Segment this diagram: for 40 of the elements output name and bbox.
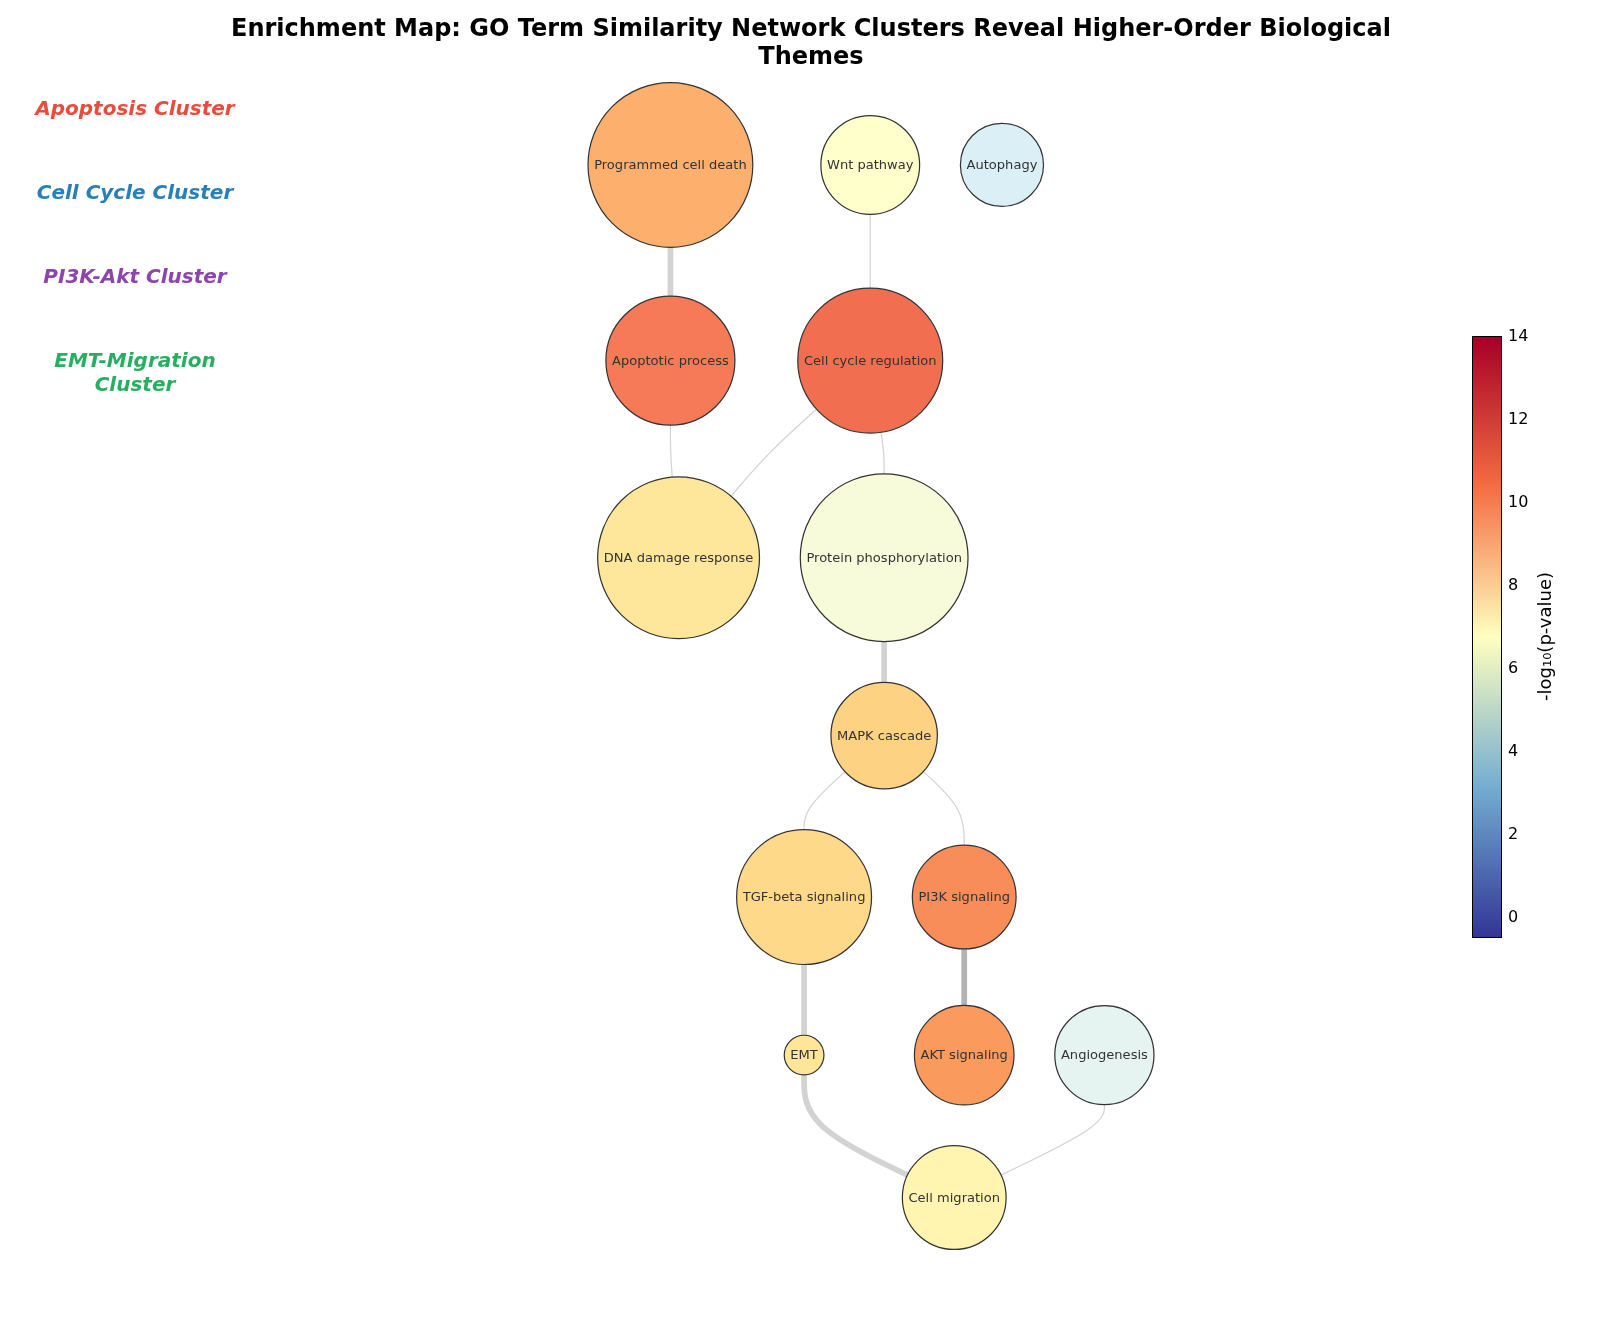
tick-label: 10: [1508, 492, 1529, 511]
tick-label: 8: [1508, 575, 1520, 594]
node-circle: Programmed cell death: [587, 81, 754, 248]
connector: [869, 213, 871, 289]
colorbar-label: -log₁₀(p-value): [1534, 570, 1556, 703]
connector: [669, 424, 673, 478]
chart-title: Enrichment Map: GO Term Similarity Network Clusters Reveal Higher-Order Biological Themes: [230, 14, 1392, 70]
node-circle: Apoptotic process: [605, 295, 736, 426]
cluster-label: Apoptosis Cluster: [33, 96, 237, 120]
tick-label: 12: [1508, 409, 1529, 428]
node-circle: Cell cycle regulation: [797, 287, 944, 434]
connector: [880, 431, 885, 475]
node-circle: Protein phosphorylation: [799, 473, 969, 643]
tick-label: 0: [1508, 907, 1520, 926]
connector: [801, 964, 807, 1036]
node-circle: MAPK cascade: [830, 681, 938, 790]
connector: [730, 408, 818, 497]
connector: [803, 771, 846, 831]
node-circle: Wnt pathway: [820, 114, 921, 215]
connector: [1000, 1104, 1105, 1176]
node-circle: Cell migration: [901, 1145, 1007, 1251]
cluster-label: EMT-Migration Cluster: [53, 348, 217, 396]
tick-label: 4: [1508, 741, 1520, 760]
tick-label: 2: [1508, 824, 1520, 843]
node-circle: Angiogenesis: [1054, 1004, 1155, 1106]
node-circle: PI3K signaling: [911, 844, 1017, 950]
node-circle: Autophagy: [959, 122, 1045, 208]
connector: [881, 641, 887, 683]
node-circle: DNA damage response: [597, 476, 761, 640]
connector: [801, 1074, 909, 1178]
connector: [961, 948, 968, 1006]
tick-label: 6: [1508, 658, 1520, 677]
cluster-label: Cell Cycle Cluster: [35, 180, 236, 204]
connector: [667, 247, 674, 297]
tick-label: 14: [1508, 326, 1529, 345]
node-circle: EMT: [783, 1034, 825, 1076]
cluster-label: PI3K-Akt Cluster: [42, 264, 229, 288]
node-circle: AKT signaling: [913, 1004, 1015, 1106]
connector: [922, 771, 965, 846]
node-circle: TGF-beta signaling: [736, 829, 873, 966]
